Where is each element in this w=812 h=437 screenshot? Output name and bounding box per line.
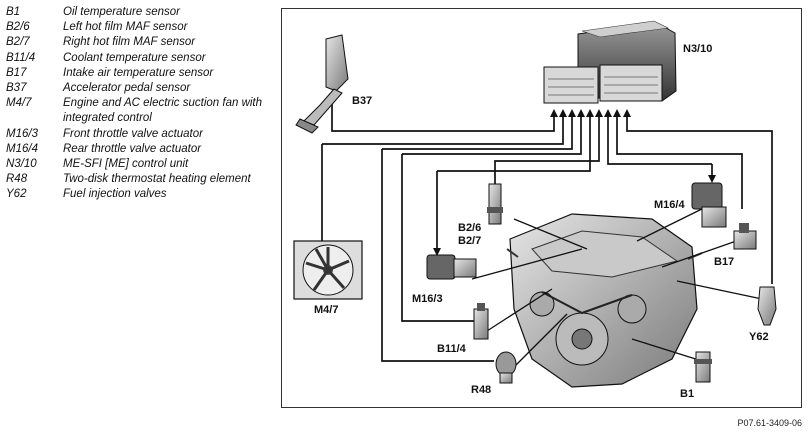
legend-code: M16/4 [6,142,38,155]
control-unit [543,20,677,104]
legend-code: M16/3 [6,127,38,140]
label-b1: B1 [680,388,695,400]
legend-row: R48 Two-disk thermostat heating element [6,172,268,187]
legend-row: B17 Intake air temperature sensor [6,66,268,81]
label-m16-4: M16/4 [654,199,685,211]
legend-desc: Rear throttle valve actuator [63,142,202,155]
legend-code: R48 [6,173,28,186]
legend-row: Y62 Fuel injection valves [6,187,268,202]
front-throttle-actuator [426,254,477,280]
legend-row: B2/6 Left hot film MAF sensor [6,20,268,35]
legend-row: B37 Accelerator pedal sensor [6,81,268,96]
legend-code: B17 [6,66,27,79]
accelerator-pedal-sensor [295,34,349,134]
label-b37: B37 [352,95,373,107]
legend-row: B11/4 Coolant temperature sensor [6,51,268,66]
wire-harness [318,101,773,362]
legend-row: M4/7 Engine and AC electric suction fan w… [6,96,268,126]
legend-desc: Two-disk thermostat heating element [63,173,251,186]
legend-desc: Left hot film MAF sensor [63,21,188,34]
label-b17: B17 [714,256,735,268]
legend-row: B1 Oil temperature sensor [6,5,268,20]
label-b11-4: B11/4 [437,343,466,355]
sensor-leads [471,203,763,368]
label-b2-7: B2/7 [458,235,482,247]
legend-row: N3/10 ME-SFI [ME] control unit [6,157,268,172]
legend-desc: ME-SFI [ME] control unit [63,158,189,171]
legend-desc: Intake air temperature sensor [63,66,214,79]
legend-code: B37 [6,82,27,95]
legend-code: M4/7 [6,97,32,110]
suction-fan [293,240,363,300]
legend-code: B2/6 [6,21,30,34]
engine [506,213,703,388]
label-b2-6: B2/6 [458,222,482,234]
oil-temp-sensor [694,351,712,383]
legend-desc: Front throttle valve actuator [63,127,203,140]
legend-row: B2/7 Right hot film MAF sensor [6,35,268,50]
label-y62: Y62 [749,331,769,343]
legend-desc: Right hot film MAF sensor [63,36,196,49]
legend-desc: Fuel injection valves [63,188,167,201]
maf-sensor [487,183,503,225]
wiring-diagram [293,20,777,388]
legend: B1 Oil temperature sensor B2/6 Left hot fi… [6,5,268,203]
fuel-injector [757,286,777,326]
legend-code: N3/10 [6,158,37,171]
label-r48: R48 [471,384,492,396]
intake-air-temp-sensor [733,223,757,250]
legend-desc: Accelerator pedal sensor [63,82,191,95]
diagram-frame: N3/10 B37 M4/7 M16/4 B2/6 B2/7 B17 M16/3… [281,8,802,408]
legend-desc: Engine and AC electric suction fan with … [63,97,263,125]
rear-throttle-actuator [691,182,727,228]
legend-code: B1 [6,6,21,18]
legend-desc: Oil temperature sensor [63,6,180,18]
legend-code: B2/7 [6,36,30,49]
label-m16-3: M16/3 [412,293,443,305]
thermostat-heater [495,351,517,384]
legend-code: B11/4 [6,51,36,64]
legend-row: M16/4 Rear throttle valve actuator [6,142,268,157]
reference-code: P07.61-3409-06 [737,418,802,428]
coolant-temp-sensor [473,303,489,340]
legend-desc: Coolant temperature sensor [63,51,206,64]
legend-row: M16/3 Front throttle valve actuator [6,127,268,142]
label-n3-10: N3/10 [683,43,713,55]
legend-code: Y62 [6,188,27,201]
label-m4-7: M4/7 [314,304,339,316]
